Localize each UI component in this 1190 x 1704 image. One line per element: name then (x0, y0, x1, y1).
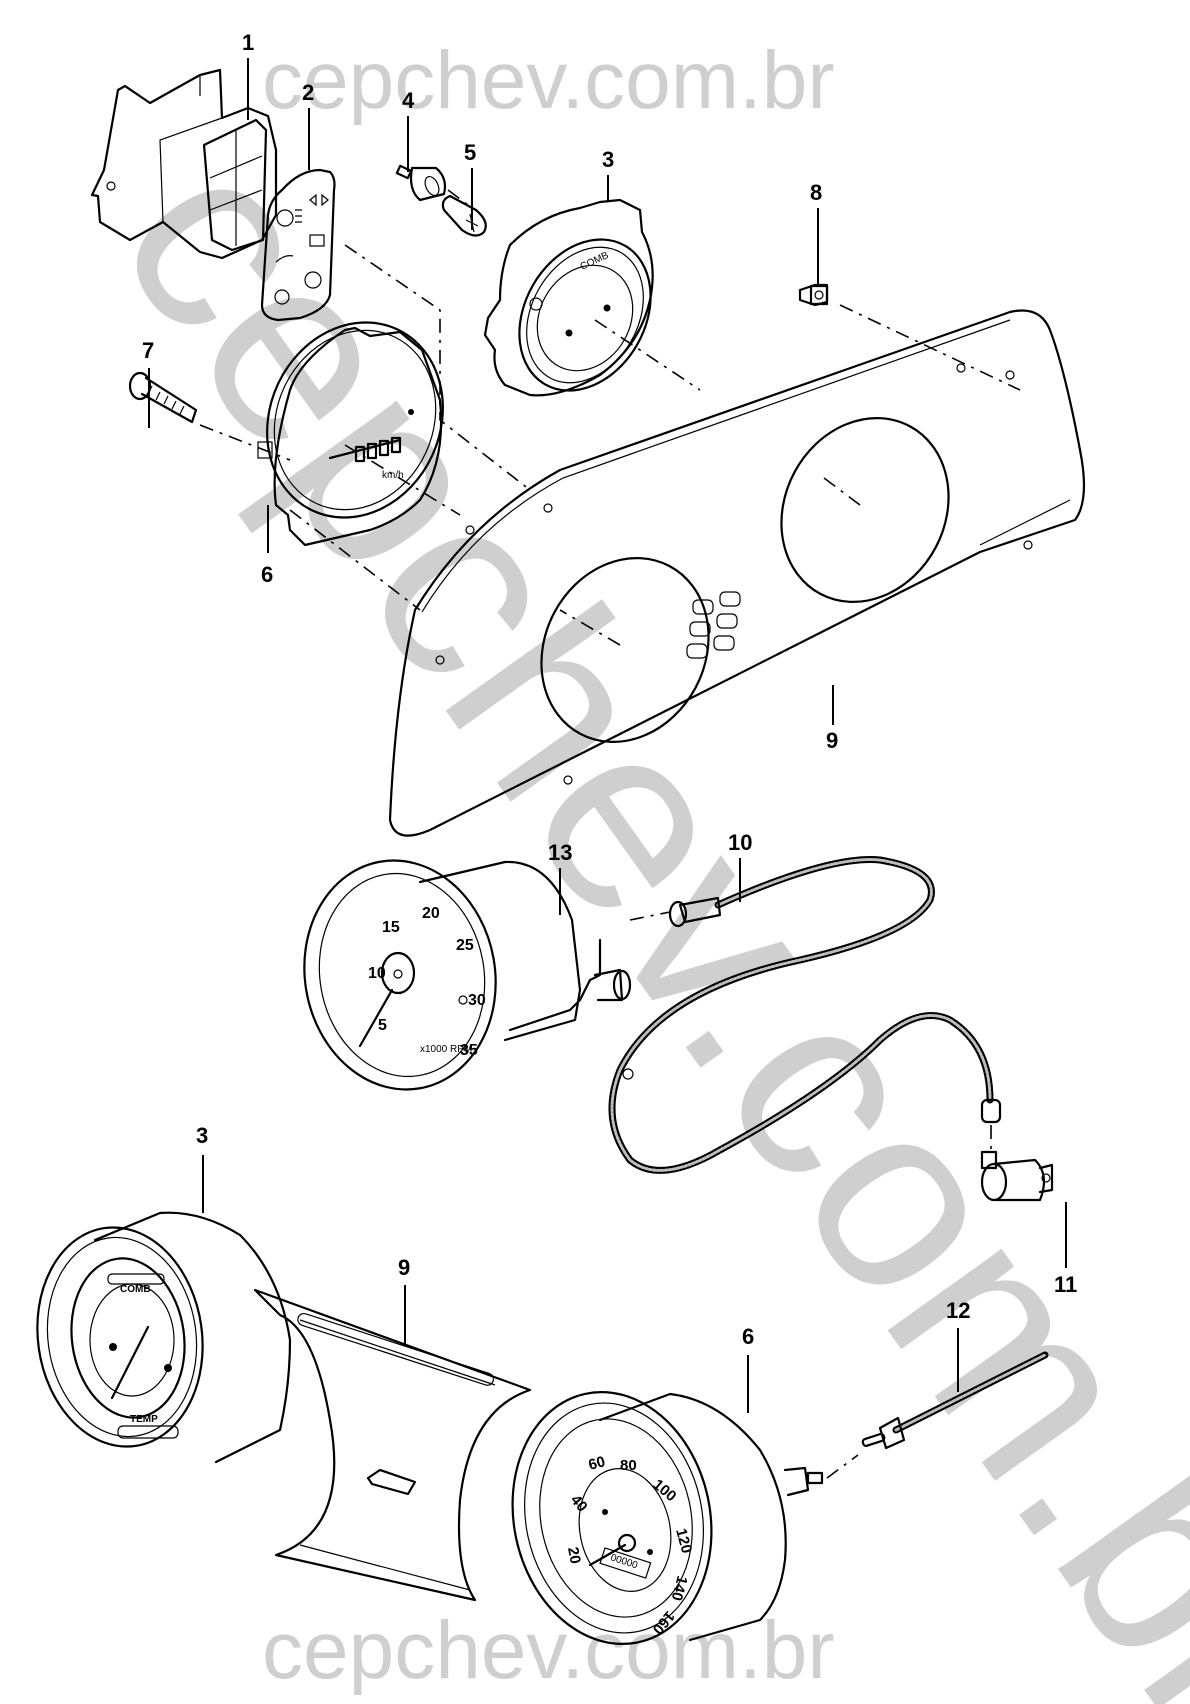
assembly-line (826, 1454, 859, 1479)
bulb (441, 194, 487, 237)
callout-2: 2 (302, 80, 314, 170)
speedo-dial-60: 60 (587, 1453, 608, 1474)
instrument-panel (388, 309, 1086, 837)
tach-dial-35: 35 (460, 1042, 478, 1059)
callout-9-top: 9 (826, 685, 838, 753)
speedo-dial-100: 100 (649, 1476, 679, 1505)
oil-symbol-icon (275, 255, 294, 263)
battery-symbol-icon (309, 234, 325, 247)
callout-1: 1 (242, 30, 254, 120)
turn-signal-symbol-icon (309, 193, 329, 207)
tachometer: 5 10 15 20 25 30 35 x1000 RPM (303, 859, 632, 1091)
headlight-symbol-icon (276, 209, 294, 227)
callout-6-bottom: 6 (742, 1324, 754, 1413)
callout-label: 13 (548, 840, 572, 865)
callout-label: 3 (196, 1123, 208, 1148)
callout-label: 9 (826, 728, 838, 753)
callout-8: 8 (810, 180, 822, 286)
callout-9-bottom: 9 (398, 1255, 410, 1345)
callout-12: 12 (946, 1298, 970, 1392)
callout-label: 7 (142, 338, 154, 363)
upper-speedo-unit: km/h (382, 470, 404, 481)
odometer-readout: 00000 (609, 1552, 639, 1571)
warning-light-window-grid (686, 591, 741, 659)
fuel-gauge-top-label: COMB (579, 250, 611, 273)
odometer-digits: 00000 (599, 1547, 652, 1579)
callout-label: 1 (242, 30, 254, 55)
instrument-housing (253, 1288, 532, 1602)
callout-5: 5 (464, 140, 476, 230)
callout-6-top: 6 (261, 505, 273, 587)
callout-label: 10 (728, 830, 752, 855)
speedometer-cable (861, 1351, 1049, 1450)
speedometer: km/h (257, 321, 444, 547)
bowtie-emblem (366, 1468, 417, 1496)
tach-dial-30: 30 (468, 992, 486, 1009)
clip-nut (798, 283, 829, 307)
tach-dial-5: 5 (378, 1017, 387, 1034)
speedo-dial-120: 120 (672, 1527, 695, 1556)
speedo-dial-140: 140 (668, 1574, 691, 1603)
round-gauge-top-label: COMB (120, 1284, 151, 1295)
tach-dial-20: 20 (422, 905, 440, 922)
assembly-lines-top (199, 244, 1021, 646)
assembly-line (447, 189, 469, 206)
callout-10: 10 (728, 830, 752, 902)
watermark-bottom: cepchev.com.br (262, 1605, 835, 1696)
callout-label: 6 (261, 562, 273, 587)
round-gauge-bottom-label: TEMP (130, 1414, 158, 1425)
callout-label: 4 (402, 88, 415, 113)
high-beam-symbol-icon (274, 289, 290, 305)
callout-label: 11 (1054, 1272, 1077, 1297)
callout-7: 7 (142, 338, 154, 428)
callout-3-top: 3 (602, 147, 614, 202)
fuel-temp-gauge-round: COMB TEMP (36, 1211, 292, 1464)
indicator-lamp-housing (90, 68, 278, 260)
tach-dial-15: 15 (382, 919, 400, 936)
speedo-dial-40: 40 (567, 1492, 591, 1516)
callout-3-bottom: 3 (196, 1123, 208, 1213)
callout-label: 12 (946, 1298, 970, 1323)
assembly-line (629, 911, 671, 921)
callout-label: 5 (464, 140, 476, 165)
speedo-dial-80: 80 (620, 1457, 637, 1474)
cable-end-nut (980, 1098, 1002, 1124)
callout-label: 3 (602, 147, 614, 172)
callout-label: 9 (398, 1255, 410, 1280)
tach-dial-10: 10 (368, 965, 386, 982)
callout-11: 11 (1054, 1202, 1077, 1297)
tach-dial-25: 25 (456, 937, 474, 954)
fuel-temp-gauge: COMB (483, 198, 654, 397)
watermark-top: cepchev.com.br (262, 35, 835, 126)
callout-label: 2 (302, 80, 314, 105)
callout-label: 6 (742, 1324, 754, 1349)
speedo-dial-20: 20 (564, 1546, 584, 1565)
speedo-connector (257, 441, 273, 459)
tachometer-cable (608, 856, 1002, 1174)
callout-13: 13 (548, 840, 572, 915)
cable-drive-adapter (980, 1150, 1054, 1202)
brake-symbol-icon (304, 271, 322, 289)
indicator-symbol-lens (260, 168, 336, 322)
callout-4: 4 (402, 88, 415, 172)
bulb-socket (395, 164, 447, 202)
callout-label: 8 (810, 180, 822, 205)
tach-unit: x1000 RPM (420, 1044, 472, 1055)
